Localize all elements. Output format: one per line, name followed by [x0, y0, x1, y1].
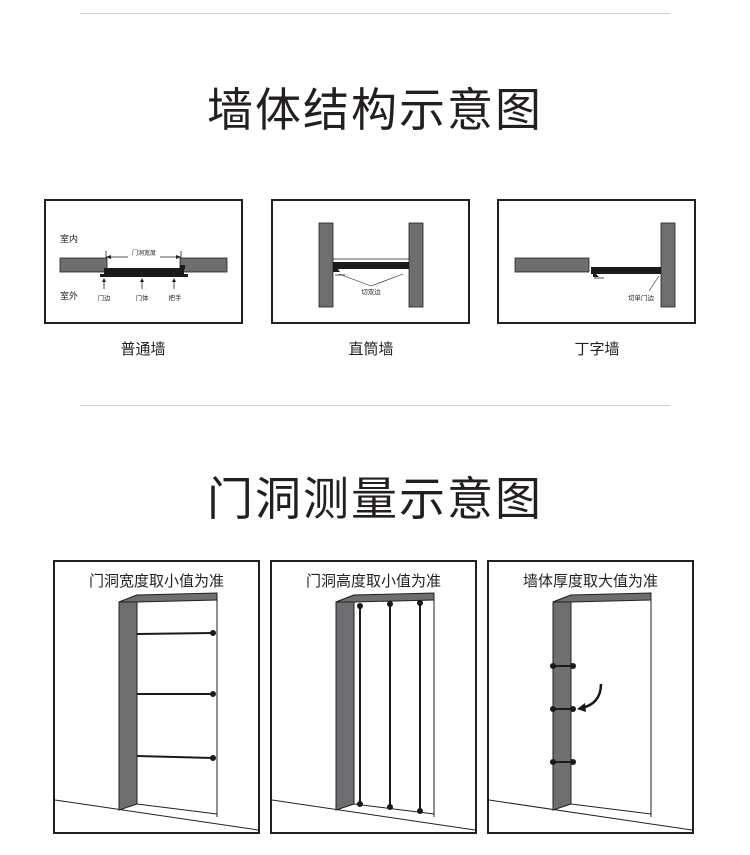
- t-wall-diagram: 切单门边: [497, 199, 696, 324]
- height-measure-diagram: 门洞高度取小值为准: [270, 560, 477, 834]
- door-frame-side: [118, 594, 138, 811]
- width-line-bottom: [136, 755, 214, 759]
- width-measure-title: 门洞宽度取小值为准: [88, 572, 224, 590]
- door-bar: [591, 267, 661, 274]
- door-frame-top: [552, 592, 652, 603]
- measurement-title: 门洞测量示意图: [207, 472, 543, 526]
- t-wall-svg: 切单门边: [514, 222, 676, 308]
- thickness-measure-svg: [489, 592, 692, 831]
- door-frame-side: [552, 594, 572, 811]
- door-body-bar: [104, 268, 184, 274]
- opening-width-label: 门洞宽度: [132, 249, 156, 257]
- left-wall-column: [318, 222, 334, 308]
- cut-both-label: 切双边: [361, 288, 381, 296]
- handle-label: 把手: [169, 293, 183, 302]
- outdoor-label: 室外: [60, 290, 78, 302]
- right-wall-column: [408, 222, 424, 308]
- straight-wall-diagram: 切双边: [271, 199, 470, 324]
- door-edge-label: 门边: [98, 293, 112, 302]
- height-measure-title: 门洞高度取小值为准: [305, 572, 441, 590]
- width-measure-svg: [55, 592, 258, 831]
- vertical-wall: [660, 222, 676, 308]
- thickness-measure-title: 墙体厚度取大值为准: [522, 572, 658, 590]
- door-bar: [333, 262, 409, 269]
- width-measure-diagram: 门洞宽度取小值为准: [53, 560, 260, 834]
- door-frame-top: [118, 592, 218, 603]
- thickness-measure-diagram: 墙体厚度取大值为准: [487, 560, 694, 834]
- top-divider: [80, 13, 670, 14]
- right-wall-block: [179, 257, 228, 273]
- straight-wall-svg: 切双边: [318, 222, 424, 308]
- ordinary-wall-svg: 室内 室外 门洞宽度 门边 门体 把手: [59, 233, 228, 302]
- straight-wall-caption: 直筒墙: [348, 340, 394, 358]
- ordinary-wall-diagram: 室内 室外 门洞宽度 门边 门体 把手: [44, 199, 243, 324]
- indoor-label: 室内: [60, 233, 78, 245]
- height-measure-svg: [272, 592, 475, 831]
- width-line-top: [136, 632, 214, 635]
- door-body-label: 门体: [136, 293, 150, 302]
- t-wall-caption: 丁字墙: [574, 340, 620, 358]
- door-frame-top: [335, 592, 435, 603]
- cut-single-label: 切单门边: [628, 293, 655, 302]
- middle-divider: [80, 405, 670, 406]
- wall-structure-title: 墙体结构示意图: [207, 83, 543, 137]
- ordinary-wall-caption: 普通墙: [120, 340, 166, 358]
- door-frame-side: [335, 594, 355, 811]
- horizontal-wall: [514, 257, 590, 273]
- left-wall-block: [59, 257, 108, 273]
